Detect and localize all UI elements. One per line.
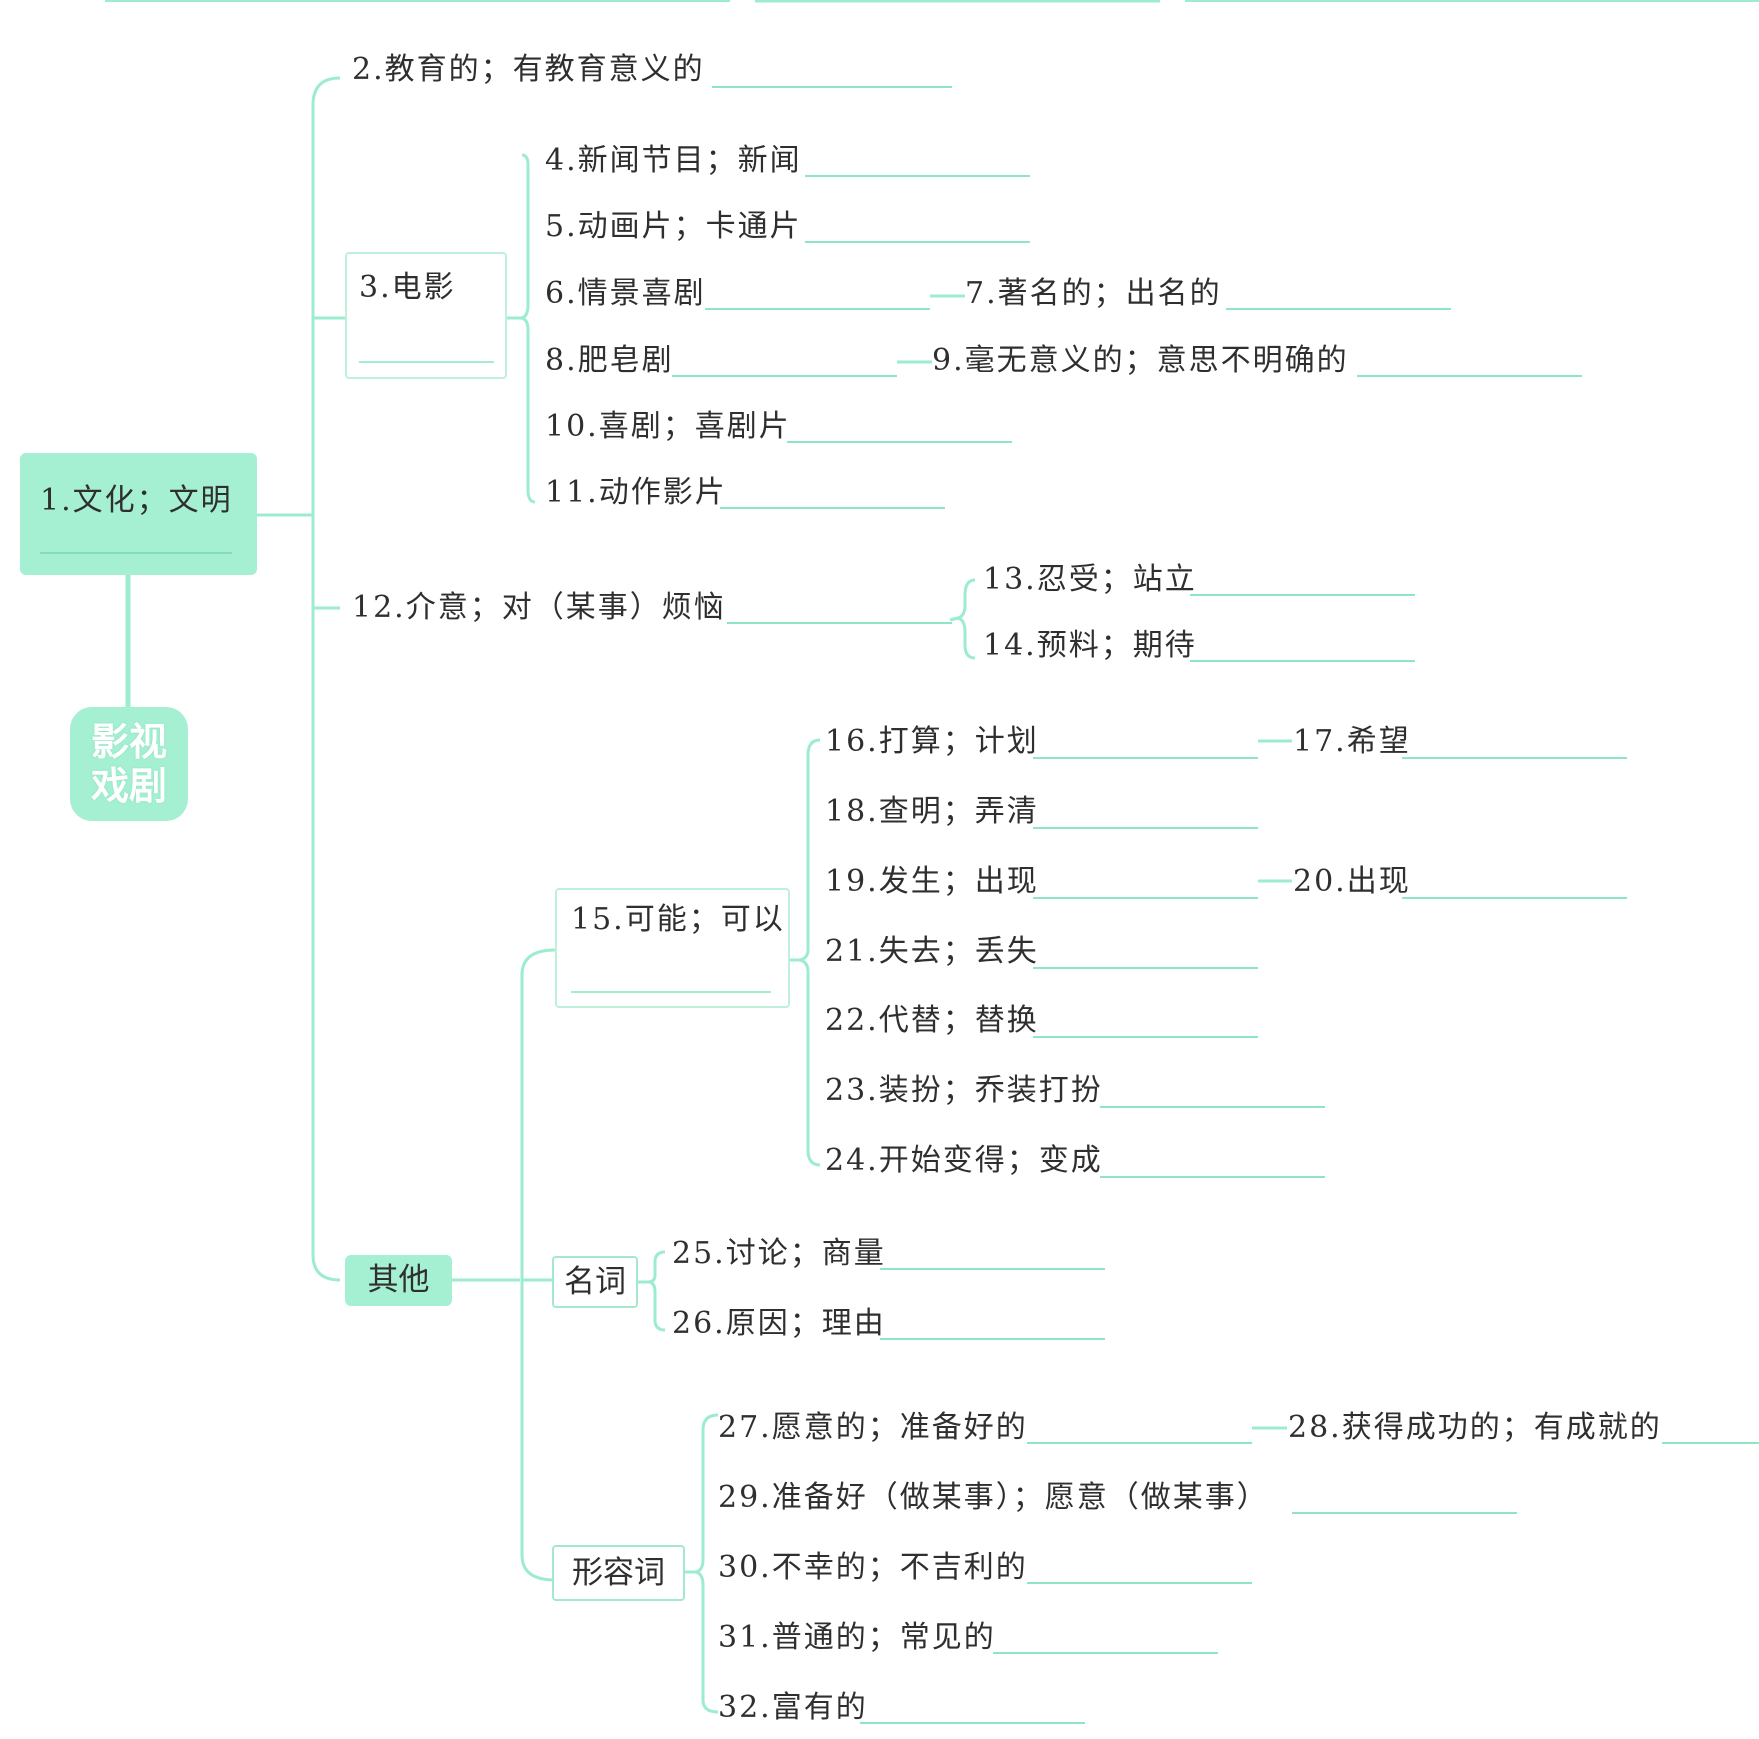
node-15-box: 15.可能；可以 [555, 888, 790, 1008]
node-20: 20.出现 [1293, 864, 1411, 899]
answer-blank-4[interactable] [805, 175, 1030, 177]
group-noun: 名词 [552, 1256, 638, 1308]
answer-blank-11[interactable] [720, 507, 945, 509]
answer-blank-23[interactable] [1100, 1106, 1325, 1108]
node-32: 32.富有的 [718, 1690, 868, 1725]
answer-blank-29[interactable] [1292, 1512, 1517, 1514]
answer-blank-22[interactable] [1033, 1036, 1258, 1038]
topic-title-line2: 戏剧 [90, 764, 167, 808]
node-24: 24.开始变得；变成 [825, 1143, 1103, 1178]
node-23: 23.装扮；乔装打扮 [825, 1073, 1103, 1108]
answer-blank-12[interactable] [727, 622, 952, 624]
topic-title-line1: 影视 [90, 720, 167, 764]
answer-blank-17[interactable] [1402, 757, 1627, 759]
answer-blank-25[interactable] [880, 1268, 1105, 1270]
group-other: 其他 [345, 1255, 452, 1306]
answer-blank-13[interactable] [1190, 594, 1415, 596]
node-3-box: 3.电影 [345, 252, 507, 379]
node-12: 12.介意；对（某事）烦恼 [352, 590, 726, 625]
node-28: 28.获得成功的；有成就的 [1288, 1410, 1662, 1445]
node-19: 19.发生；出现 [825, 864, 1039, 899]
answer-blank-19[interactable] [1033, 897, 1258, 899]
root-label: 1.文化；文明 [40, 483, 233, 518]
topic-title-badge: 影视 戏剧 [70, 707, 188, 821]
answer-blank-20[interactable] [1402, 897, 1627, 899]
node-16: 16.打算；计划 [825, 724, 1039, 759]
node-5: 5.动画片；卡通片 [545, 209, 802, 244]
answer-blank-2[interactable] [712, 86, 952, 88]
answer-blank-24[interactable] [1100, 1176, 1325, 1178]
node-27: 27.愿意的；准备好的 [718, 1410, 1028, 1445]
answer-blank-15[interactable] [571, 991, 771, 993]
answer-blank-31[interactable] [993, 1652, 1218, 1654]
node-11: 11.动作影片 [545, 475, 727, 510]
node-4: 4.新闻节目；新闻 [545, 143, 802, 178]
node-26: 26.原因；理由 [672, 1306, 886, 1341]
node-2: 2.教育的；有教育意义的 [352, 52, 705, 87]
answer-blank-7[interactable] [1226, 308, 1451, 310]
node-25: 25.讨论；商量 [672, 1236, 886, 1271]
answer-blank-30[interactable] [1027, 1582, 1252, 1584]
answer-blank-26[interactable] [880, 1338, 1105, 1340]
node-31: 31.普通的；常见的 [718, 1620, 996, 1655]
answer-blank-5[interactable] [805, 241, 1030, 243]
answer-blank-21[interactable] [1033, 967, 1258, 969]
node-29: 29.准备好（做某事）；愿意（做某事） [718, 1480, 1269, 1515]
node-30: 30.不幸的；不吉利的 [718, 1550, 1028, 1585]
answer-blank-6[interactable] [705, 308, 930, 310]
node-10: 10.喜剧；喜剧片 [545, 409, 791, 444]
answer-blank-16[interactable] [1033, 757, 1258, 759]
node-13: 13.忍受；站立 [983, 562, 1197, 597]
node-6: 6.情景喜剧 [545, 276, 706, 311]
node-15: 15.可能；可以 [571, 902, 785, 937]
answer-blank-18[interactable] [1033, 827, 1258, 829]
group-adjective: 形容词 [552, 1545, 685, 1601]
node-9: 9.毫无意义的；意思不明确的 [932, 343, 1349, 378]
answer-blank-3[interactable] [359, 361, 494, 363]
node-21: 21.失去；丢失 [825, 934, 1039, 969]
answer-blank-8[interactable] [672, 375, 897, 377]
root-node: 1.文化；文明 [20, 453, 257, 575]
node-22: 22.代替；替换 [825, 1003, 1039, 1038]
answer-blank-27[interactable] [1027, 1442, 1252, 1444]
node-8: 8.肥皂剧 [545, 343, 674, 378]
node-14: 14.预料；期待 [983, 628, 1197, 663]
node-3: 3.电影 [359, 270, 456, 305]
answer-blank-28[interactable] [1662, 1442, 1759, 1444]
answer-blank-9[interactable] [1357, 375, 1582, 377]
answer-blank-14[interactable] [1190, 660, 1415, 662]
node-17: 17.希望 [1293, 724, 1411, 759]
answer-blank-32[interactable] [860, 1722, 1085, 1724]
answer-blank [40, 552, 232, 554]
node-18: 18.查明；弄清 [825, 794, 1039, 829]
node-7: 7.著名的；出名的 [965, 276, 1222, 311]
answer-blank-10[interactable] [787, 441, 1012, 443]
